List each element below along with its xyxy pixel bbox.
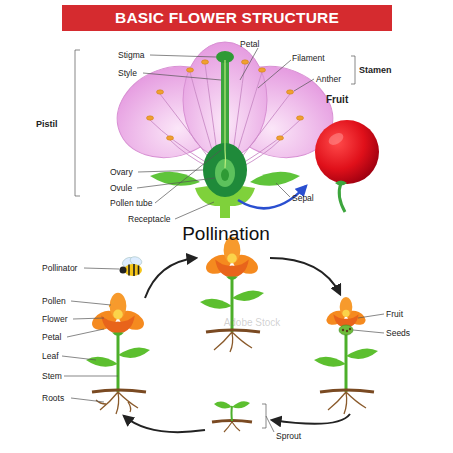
part-label: Petal <box>240 40 259 49</box>
part-label: Style <box>118 69 137 78</box>
part-label: Fruit <box>326 95 348 105</box>
part-label: Pollen tube <box>110 199 153 208</box>
part-label: Sepal <box>292 194 314 203</box>
title-banner: BASIC FLOWER STRUCTURE <box>62 5 392 31</box>
part-label: Stem <box>42 372 62 381</box>
part-label: Receptacle <box>128 215 171 224</box>
watermark: Adobe Stock <box>224 318 281 328</box>
bee-illustration <box>109 255 143 307</box>
part-label: Fruit <box>386 310 403 319</box>
part-label: Stigma <box>118 51 144 60</box>
flower-cross-section <box>104 42 345 218</box>
life-cycle <box>86 237 378 432</box>
part-label: Pollinator <box>42 264 77 273</box>
part-label: Pollen <box>42 297 66 306</box>
part-label: Leaf <box>42 352 59 361</box>
leader-lines <box>62 268 384 432</box>
part-label: Sprout <box>276 432 301 441</box>
part-label: Roots <box>42 394 64 403</box>
group-label: Stamen <box>359 66 392 75</box>
fruit-illustration <box>238 120 379 212</box>
diagram-title: BASIC FLOWER STRUCTURE <box>115 9 339 27</box>
part-label: Flower <box>42 315 68 324</box>
section-heading: Pollination <box>182 224 270 243</box>
part-label: Filament <box>292 54 325 63</box>
group-label: Pistil <box>36 120 58 129</box>
part-label: Seeds <box>386 329 410 338</box>
part-label: Petal <box>42 333 61 342</box>
part-label: Ovule <box>110 184 132 193</box>
part-label: Anther <box>316 75 341 84</box>
part-label: Ovary <box>110 168 133 177</box>
leader-lines <box>75 48 355 219</box>
